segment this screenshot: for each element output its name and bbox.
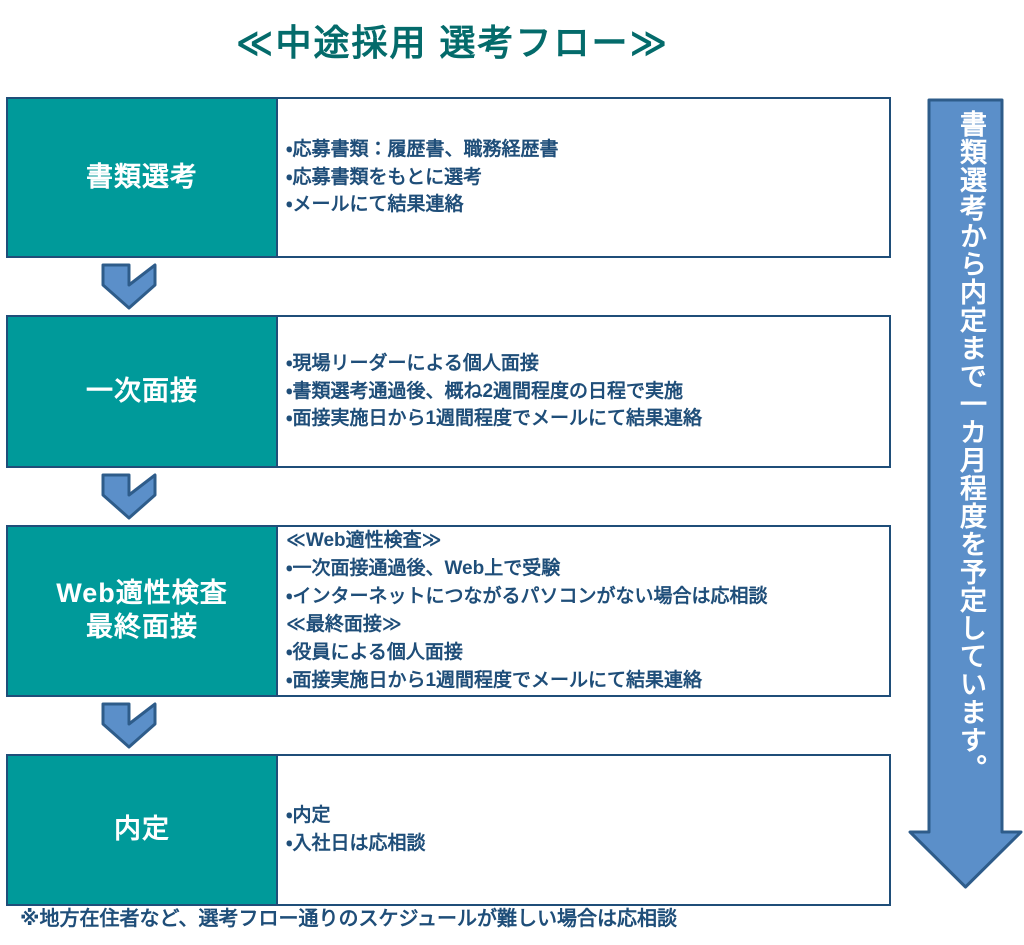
- selection-flow-diagram: 書類選考 ・応募書類：履歴書、職務経歴書 ・応募書類をもとに選考 ・メールにて結…: [6, 97, 891, 906]
- flow-step-2-detail-line: ・書類選考通過後、概ね2週間程度の日程で実施: [286, 380, 684, 402]
- flow-connector-3: [6, 697, 891, 754]
- flow-step-4-label: 内定: [8, 756, 278, 904]
- page-title: ≪中途採用 選考フロー≫: [235, 22, 670, 63]
- flow-step-1-detail-line: ・メールにて結果連絡: [286, 194, 464, 216]
- flow-step-2: 一次面接 ・現場リーダーによる個人面接 ・書類選考通過後、概ね2週間程度の日程で…: [6, 315, 891, 468]
- flow-step-4-details: ・内定 ・入社日は応相談: [278, 756, 889, 904]
- flow-step-2-detail-line: ・面接実施日から1週間程度でメールにて結果連絡: [286, 408, 703, 430]
- flow-step-1-label-line1: 書類選考: [86, 161, 198, 192]
- flow-step-3-label-line1: Web適性検査: [56, 578, 228, 609]
- duration-arrow-text: 書類選考から内定まで一カ月程度を予定しています。: [956, 110, 986, 782]
- flow-step-1-details: ・応募書類：履歴書、職務経歴書 ・応募書類をもとに選考 ・メールにて結果連絡: [278, 99, 889, 256]
- flow-step-2-detail-line: ・現場リーダーによる個人面接: [286, 352, 539, 374]
- flow-step-3-detail-line: ・一次面接通過後、Web上で受験: [286, 558, 561, 580]
- chevron-down-icon: [101, 702, 157, 749]
- flow-connector-2: [6, 468, 891, 525]
- flow-step-3-detail-line: ・役員による個人面接: [286, 641, 463, 663]
- flow-step-1-detail-line: ・応募書類をもとに選考: [286, 166, 483, 188]
- flow-step-1-label: 書類選考: [8, 99, 278, 256]
- flow-connector-1: [6, 258, 891, 315]
- flow-step-4: 内定 ・内定 ・入社日は応相談: [6, 754, 891, 906]
- flow-step-3-details: ≪Web適性検査≫ ・一次面接通過後、Web上で受験 ・インターネットにつながる…: [278, 527, 889, 695]
- flow-step-4-detail-line: ・入社日は応相談: [286, 833, 426, 854]
- flow-step-3-detail-line: ・インターネットにつながるパソコンがない場合は応相談: [286, 586, 768, 608]
- flow-step-2-label: 一次面接: [8, 317, 278, 466]
- flow-step-2-label-line1: 一次面接: [86, 375, 198, 406]
- flow-step-4-detail-line: ・内定: [286, 805, 331, 827]
- flow-step-1-detail-line: ・応募書類：履歴書、職務経歴書: [286, 138, 559, 160]
- flow-step-2-details: ・現場リーダーによる個人面接 ・書類選考通過後、概ね2週間程度の日程で実施 ・面…: [278, 317, 889, 466]
- flow-step-3-detail-line: ≪Web適性検査≫: [286, 530, 442, 552]
- flow-step-3-detail-line: ≪最終面接≫: [286, 614, 402, 635]
- flow-step-4-label-line1: 内定: [114, 814, 170, 845]
- flow-step-3: Web適性検査 最終面接 ≪Web適性検査≫ ・一次面接通過後、Web上で受験 …: [6, 525, 891, 697]
- down-arrow-icon: [908, 98, 1023, 889]
- flow-step-3-label-line2: 最終面接: [85, 612, 198, 642]
- flow-step-3-label: Web適性検査 最終面接: [8, 527, 278, 695]
- chevron-down-icon: [101, 263, 157, 310]
- chevron-down-icon: [101, 473, 157, 520]
- footnote-text: ※地方在住者など、選考フロー通りのスケジュールが難しい場合は応相談: [20, 908, 678, 930]
- flow-step-1: 書類選考 ・応募書類：履歴書、職務経歴書 ・応募書類をもとに選考 ・メールにて結…: [6, 97, 891, 258]
- flow-step-3-detail-line: ・面接実施日から1週間程度でメールにて結果連絡: [286, 669, 703, 691]
